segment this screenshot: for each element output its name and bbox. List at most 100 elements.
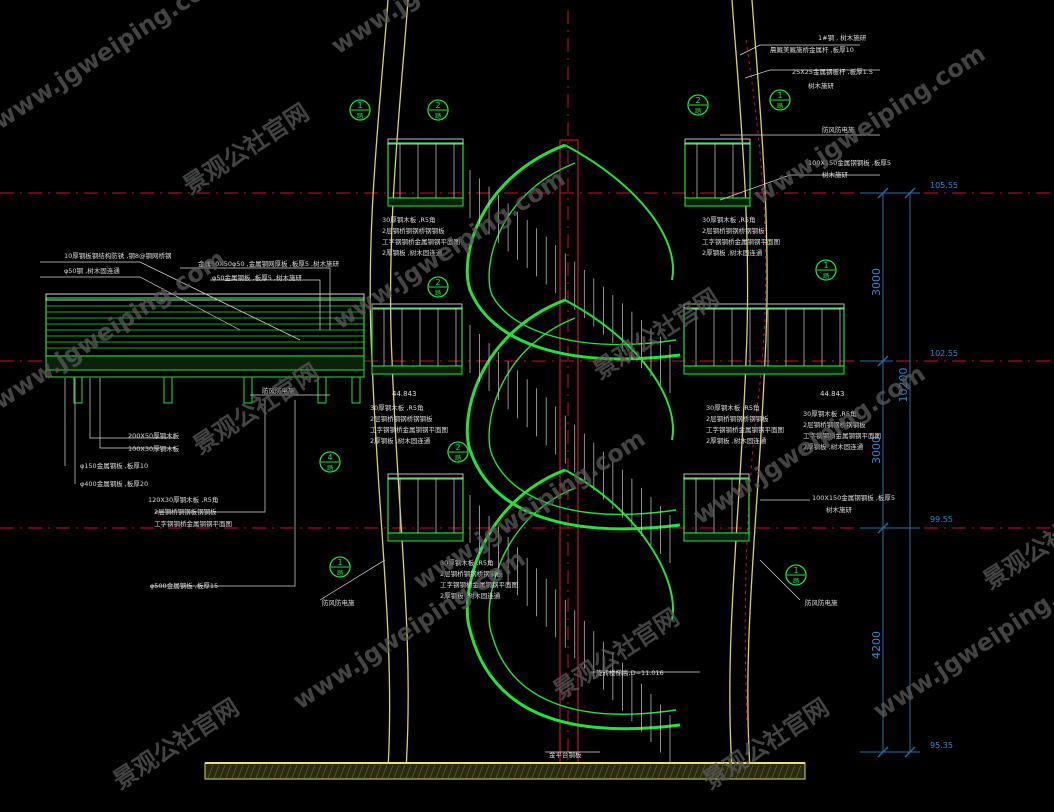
hatch-stroke (495, 764, 502, 779)
hatch-stroke (549, 764, 556, 779)
leader (210, 279, 321, 330)
note: 防风防电施 (322, 598, 355, 607)
hatch-stroke (639, 764, 646, 779)
stair-stringer-inner (488, 317, 677, 516)
hatch-stroke (369, 764, 376, 779)
hatch-stroke (741, 764, 748, 779)
tick (904, 187, 916, 199)
callout-ring (687, 94, 709, 116)
leader (40, 276, 241, 331)
callout-bubble: 2踏 (447, 441, 469, 463)
callout-number: 2 (435, 278, 440, 287)
note: 200X50厚钢木板 (128, 431, 180, 440)
note: 30厚钢木板 ,R5角 (702, 215, 756, 224)
callout-ring (815, 259, 837, 281)
level-right: 44.843 (820, 390, 845, 398)
note: 2层钢桥钢钢桥钢钢板 (702, 226, 765, 235)
stair-stringer-outer (465, 298, 681, 531)
hatch-stroke (771, 764, 778, 779)
note: 2厚钢板 ,树木固连通 (370, 436, 431, 445)
note: 工字钢钢桥金属钢钢平面图 (154, 519, 232, 528)
note: 2层钢桥钢钢板钢钢板 (154, 507, 217, 516)
hatch-stroke (693, 764, 700, 779)
callout-ring (769, 89, 791, 111)
hatch-stroke (603, 764, 610, 779)
hatch-stroke (477, 764, 484, 779)
hatch-stroke (267, 764, 274, 779)
note: 2厚钢板 ,树木固连通 (803, 442, 864, 451)
hatch-stroke (519, 764, 526, 779)
bridge-column (163, 376, 173, 404)
hatch-stroke (237, 764, 244, 779)
hatch-stroke (303, 764, 310, 779)
dimension-chain (860, 192, 920, 753)
hatch-stroke (393, 764, 400, 779)
hatch-stroke (717, 764, 724, 779)
hatch-stroke (609, 764, 616, 779)
callout-bubble: 4踏 (319, 451, 341, 473)
bridge-beam (45, 369, 365, 378)
hatch-stroke (525, 764, 532, 779)
hatch-stroke (633, 764, 640, 779)
leader (759, 559, 801, 601)
bridge-deck (45, 355, 365, 371)
hatch-stroke (225, 764, 232, 779)
hatch-stroke (645, 764, 652, 779)
note: 晨厩美厩施桥金属杆 ,板厚10 (770, 45, 854, 54)
tick (904, 746, 916, 758)
note: 2层钢桥钢钢桥钢钢板 (382, 226, 445, 235)
note: 30厚钢木板 ,R5角 (706, 403, 760, 412)
elev-top: 105.55 (930, 181, 958, 190)
leader (744, 69, 880, 79)
platforms (371, 138, 845, 542)
hatch-stroke (513, 764, 520, 779)
stair-stringer-inner (488, 162, 677, 346)
stair-back-rail (564, 299, 674, 441)
hatch-stroke (213, 764, 220, 779)
callout-ring (447, 441, 469, 463)
callout-bubble: 1踏 (329, 556, 351, 578)
note: 100X150金属钢钢板 ,板厚5 (808, 158, 891, 167)
platform-handrail (387, 473, 464, 480)
callout-ring (427, 276, 449, 298)
platform-railing (371, 307, 463, 367)
hatch-stroke (579, 764, 586, 779)
hatch-stroke (711, 764, 718, 779)
spiral-stair (465, 143, 681, 763)
hatch-stroke (777, 764, 784, 779)
hatch-stroke (273, 764, 280, 779)
note: 2层钢桥钢钢桥钢钢板 (370, 414, 433, 423)
stair-stringer-inner (488, 487, 677, 715)
platform-deck (683, 365, 845, 375)
elev-ground: 95.35 (930, 741, 953, 750)
platform-handrail (387, 138, 464, 145)
hatch-stroke (663, 764, 670, 779)
level-left: 44.843 (392, 390, 417, 398)
note: 100X30厚钢木板 (128, 444, 180, 453)
platform (387, 473, 464, 542)
callout-number: 1 (357, 101, 362, 110)
note: 30厚钢木板 ,R5角 (382, 215, 436, 224)
hatch-stroke (753, 764, 760, 779)
platform-deck (371, 365, 463, 375)
note: 工字钢钢桥金属钢钢平面图 (702, 237, 780, 246)
callout-number: 2 (455, 443, 460, 452)
note: 树木施研 (808, 81, 835, 90)
hatch-stroke (207, 764, 214, 779)
platform-handrail (684, 138, 751, 145)
note: 工字钢钢桥金属钢钢平面图 (803, 431, 881, 440)
note: 防风防电施 (262, 386, 295, 395)
hatch-stroke (483, 764, 490, 779)
hatch-stroke (789, 764, 796, 779)
hatch-stroke (669, 764, 676, 779)
note: 金平台钢板 (549, 750, 582, 759)
hatch-stroke (507, 764, 514, 779)
hatch-stroke (255, 764, 262, 779)
hatch-stroke (543, 764, 550, 779)
platform (387, 138, 464, 207)
dim-total: 10200 (897, 368, 910, 403)
note: 工字钢钢桥金属钢钢平面图 (382, 237, 460, 246)
hatch-stroke (231, 764, 238, 779)
hatch-stroke (321, 764, 328, 779)
